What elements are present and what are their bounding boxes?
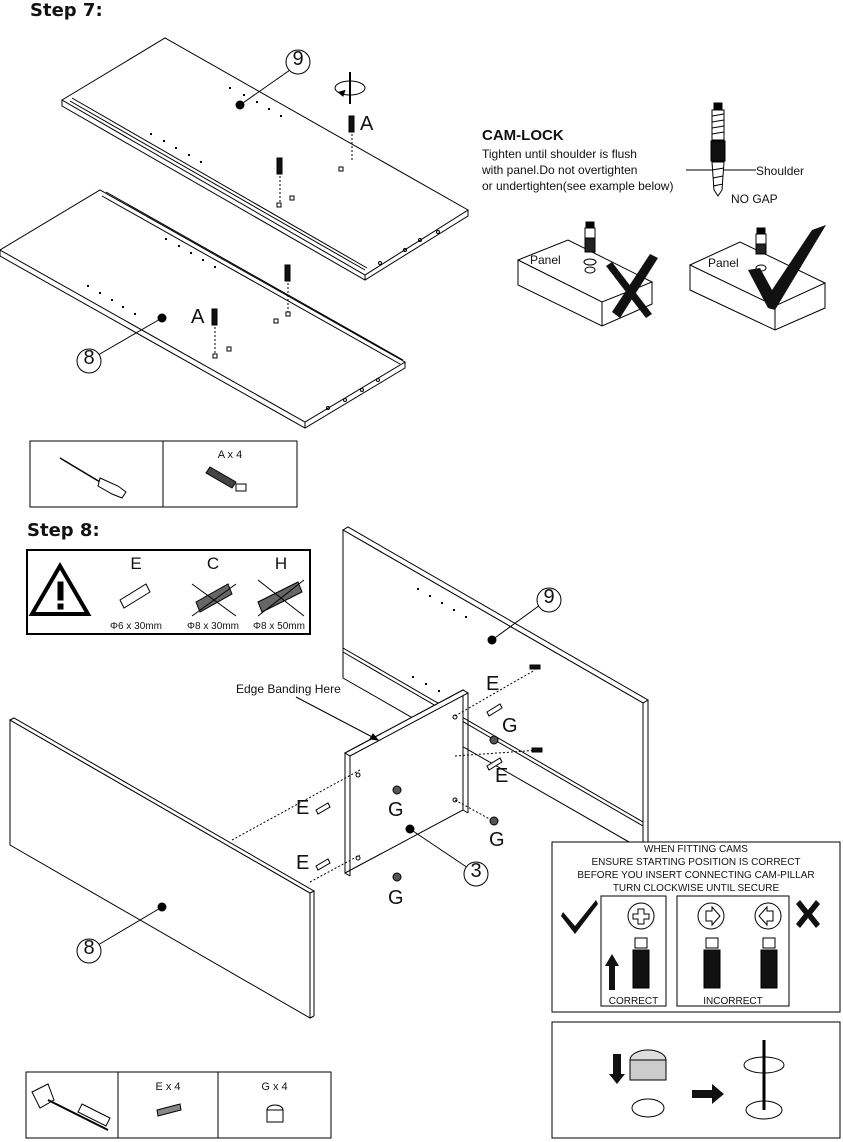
step-8-title: Step 8: [27,520,100,541]
leader-9-step8 [491,604,541,641]
shoulder-label: Shoulder [756,164,805,178]
cams-note-line-1: WHEN FITTING CAMS [644,844,748,855]
tools-box-step8 [25,1071,332,1139]
callout-9-step8 [536,587,562,613]
camlock-line-3: or undertighten(see example below) [482,179,674,193]
cams-note-box [551,841,841,1013]
cams-note-line-3: BEFORE YOU INSERT CONNECTING CAM-PILLAR [577,870,815,881]
no-gap-label: NO GAP [731,192,778,206]
dowels-e [315,703,503,871]
cam-bolt-illustration [686,102,756,197]
cam-pin-lower-right [284,264,291,312]
callout-3 [463,861,489,887]
camlock-heading: CAM-LOCK [482,127,564,144]
rotate-screwdriver-icon [334,72,366,104]
step-7-title: Step 7: [30,0,103,21]
panel-wrong-example [516,221,654,327]
label-a-upper: A [360,113,374,135]
callout-9-step7 [285,49,311,75]
cam-pins-step8 [529,664,543,753]
edge-banding-arrow [295,696,379,741]
hole-dots-step7 [87,87,282,315]
warning-item-c-letter: C [206,554,220,573]
warning-item-h-spec: Φ8 x 50mm [253,621,305,632]
panel-9-step8 [342,526,649,851]
warning-item-e-spec: Φ6 x 30mm [110,621,162,632]
part-label-9-step7: 9 [292,48,304,70]
part-label-8-step8: 8 [83,937,95,959]
leader-9-step7 [239,69,291,106]
warning-item-h-letter: H [274,554,288,573]
camlock-line-2: with panel.Do not overtighten [482,163,638,177]
warning-box [26,549,311,635]
part-a-count: A x 4 [217,449,243,461]
label-g-3: G [388,799,404,821]
side-panel-3 [343,689,470,877]
panel-8-step8 [8,717,316,1019]
callout-8-step7 [76,348,102,374]
cam-pin-mid [276,157,283,204]
edge-banding-label: Edge Banding Here [236,682,341,696]
callout-8-step8 [76,938,102,964]
cam-pin-a-lower [211,308,218,354]
leader-3 [409,828,469,869]
label-g-2: G [489,829,505,851]
tools-box-step7 [29,440,298,508]
edge-holes-step7 [326,230,440,410]
panel-9-step7 [61,37,469,281]
incorrect-label: INCORRECT [703,996,763,1007]
label-e-2: E [495,765,509,787]
part-e-count: E x 4 [155,1081,181,1093]
hole-dots-step8 [412,588,467,692]
cams-g [392,735,499,882]
panel-label-wrong: Panel [530,253,561,267]
check-mark-icon [748,225,826,310]
label-e-1: E [486,673,500,695]
cams-note-line-4: TURN CLOCKWISE UNTIL SECURE [612,883,780,894]
label-a-lower: A [191,306,205,328]
leader-8-step7 [97,317,163,356]
warning-item-c-spec: Φ8 x 30mm [187,621,239,632]
leader-8-step8 [97,906,163,946]
label-e-3: E [296,797,310,819]
label-g-4: G [388,887,404,909]
cross-mark-icon [606,254,658,318]
part-label-9-step8: 9 [543,586,555,608]
cam-pin-a-upper [348,115,355,162]
panel-8-step7 [0,189,406,429]
camlock-line-1: Tighten until shoulder is flush [482,147,637,161]
cam-insert-box [551,1021,841,1139]
cams-note-line-2: ENSURE STARTING POSITION IS CORRECT [591,857,801,868]
side-panel-holes [355,714,458,861]
warning-item-e-letter: E [130,554,142,573]
label-e-4: E [296,852,310,874]
panel-label-right: Panel [708,256,739,270]
part-g-count: G x 4 [261,1081,288,1093]
part-label-3: 3 [470,860,482,882]
correct-label: CORRECT [608,996,659,1007]
part-label-8-step7: 8 [83,347,95,369]
label-g-1: G [502,715,518,737]
dowel-guides [231,669,541,883]
